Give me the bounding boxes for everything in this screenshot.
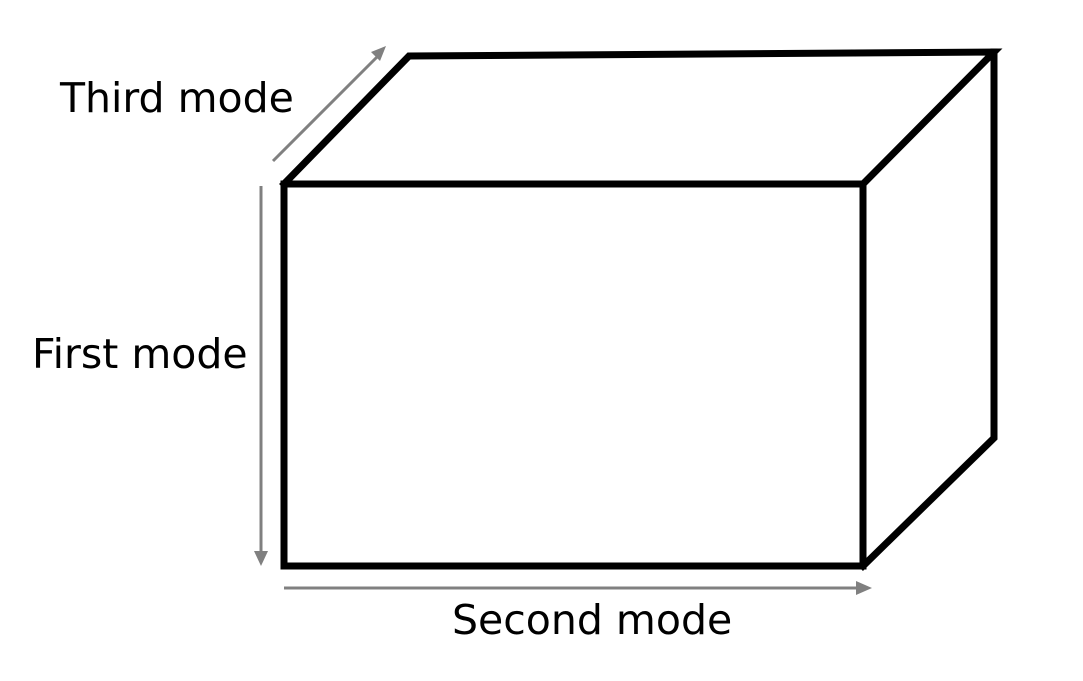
side-face (858, 48, 998, 571)
tensor-cuboid (279, 48, 1003, 571)
third-mode-label: Third mode (59, 74, 294, 122)
first-mode-arrowhead (254, 551, 268, 566)
third-mode-arrowhead (371, 46, 386, 61)
top-face (279, 48, 1003, 189)
second-mode-label: Second mode (452, 596, 732, 644)
first-mode-arrow (254, 186, 268, 566)
first-mode-label: First mode (32, 330, 248, 378)
second-mode-arrowhead (856, 581, 872, 595)
third-mode-arrow (271, 46, 386, 163)
second-mode-arrow (284, 581, 872, 595)
front-face (280, 180, 867, 570)
